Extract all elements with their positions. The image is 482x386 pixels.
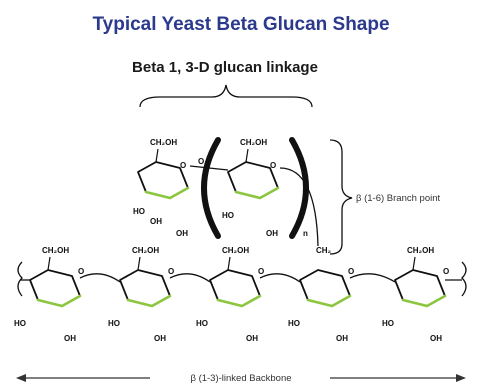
backbone3-ho: HO [196, 319, 208, 328]
branch-link [189, 165, 229, 171]
backbone-link-4 [349, 273, 396, 283]
linkage-brace [139, 84, 313, 108]
backbone-link-1 [79, 273, 121, 283]
backbone4-ch2: CH₂ [316, 246, 332, 255]
repeat-paren-left [201, 137, 221, 239]
branch-brace [329, 139, 353, 255]
branch1-oh-b: OH [176, 229, 188, 238]
branch2-ch2oh-bond [245, 148, 249, 163]
backbone-glucose-1 [29, 269, 82, 308]
branch1-ch2oh: CH₂OH [150, 138, 177, 147]
branch1-ch2oh-bond [155, 148, 159, 163]
backbone-label: β (1-3)-linked Backbone [190, 373, 291, 384]
backbone4-oh: OH [336, 334, 348, 343]
repeat-paren-right [289, 137, 309, 239]
backbone3-ch2oh-bond [227, 256, 231, 271]
repeat-subscript: n [303, 229, 308, 238]
branch2-ch2oh: CH₂OH [240, 138, 267, 147]
backbone2-oh: OH [154, 334, 166, 343]
branch2-o: O [270, 161, 276, 170]
backbone1-oh: OH [64, 334, 76, 343]
branch2-ho: HO [222, 211, 234, 220]
backbone1-ch2oh-bond [47, 256, 51, 271]
backbone-glucose-4 [299, 269, 352, 308]
branch1-ho: HO [133, 207, 145, 216]
backbone-right-brace [461, 261, 467, 297]
backbone1-o: O [78, 267, 84, 276]
branch2-oh: OH [266, 229, 278, 238]
branch-link-o: O [198, 157, 204, 166]
backbone5-ho: HO [382, 319, 394, 328]
backbone-glucose-2 [119, 269, 172, 308]
backbone5-oh: OH [430, 334, 442, 343]
backbone2-ch2oh-bond [137, 256, 141, 271]
backbone3-ch2oh: CH₂OH [222, 246, 249, 255]
backbone-link-2 [169, 273, 211, 283]
backbone-link-3 [259, 273, 301, 283]
backbone2-ch2oh: CH₂OH [132, 246, 159, 255]
backbone5-o: O [443, 267, 449, 276]
branch1-o: O [180, 161, 186, 170]
backbone5-ch2oh-bond [412, 256, 416, 271]
branch-to-backbone-link [279, 167, 319, 247]
backbone3-oh: OH [246, 334, 258, 343]
backbone-arrowhead-left [16, 374, 26, 382]
backbone4-ho: HO [288, 319, 300, 328]
backbone2-o: O [168, 267, 174, 276]
backbone-glucose-3 [209, 269, 262, 308]
diagram-title: Typical Yeast Beta Glucan Shape [92, 14, 389, 35]
backbone5-ch2oh: CH₂OH [407, 246, 434, 255]
backbone-glucose-5 [394, 269, 447, 308]
backbone2-ho: HO [108, 319, 120, 328]
branch-point-label: β (1-6) Branch point [356, 193, 441, 204]
backbone-arrowhead-right [456, 374, 466, 382]
backbone1-ch2oh: CH₂OH [42, 246, 69, 255]
branch1-oh-a: OH [150, 217, 162, 226]
backbone4-o: O [348, 267, 354, 276]
backbone3-o: O [258, 267, 264, 276]
backbone-left-brace [17, 261, 23, 297]
backbone1-ho: HO [14, 319, 26, 328]
diagram-subtitle: Beta 1, 3-D glucan linkage [132, 59, 318, 76]
